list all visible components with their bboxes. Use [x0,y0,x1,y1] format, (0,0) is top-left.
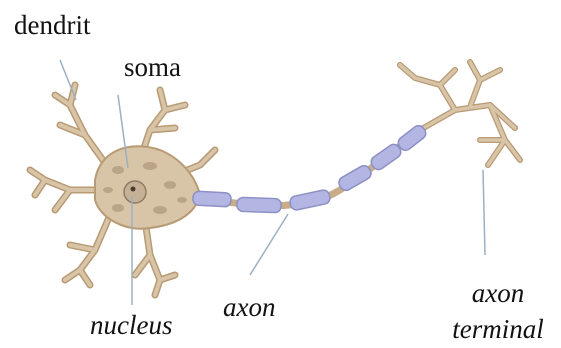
label-dendrite: dendrit [14,12,90,39]
axon-terminal-branches [400,62,520,165]
myelin-sheath [193,123,428,213]
soma-body [95,146,200,228]
leader-line-dendrite [60,60,76,100]
label-axon: axon [223,294,275,321]
label-axon-terminal: axon terminal [443,275,553,348]
label-nucleus: nucleus [90,312,172,339]
nucleus-shape [124,181,146,203]
leader-line-axon-terminal [483,170,485,255]
nucleolus [131,187,136,192]
label-axon-terminal-line2: terminal [443,311,553,347]
label-axon-terminal-line1: axon [443,275,553,311]
leader-line-axon [250,214,288,275]
label-soma: soma [124,54,181,81]
